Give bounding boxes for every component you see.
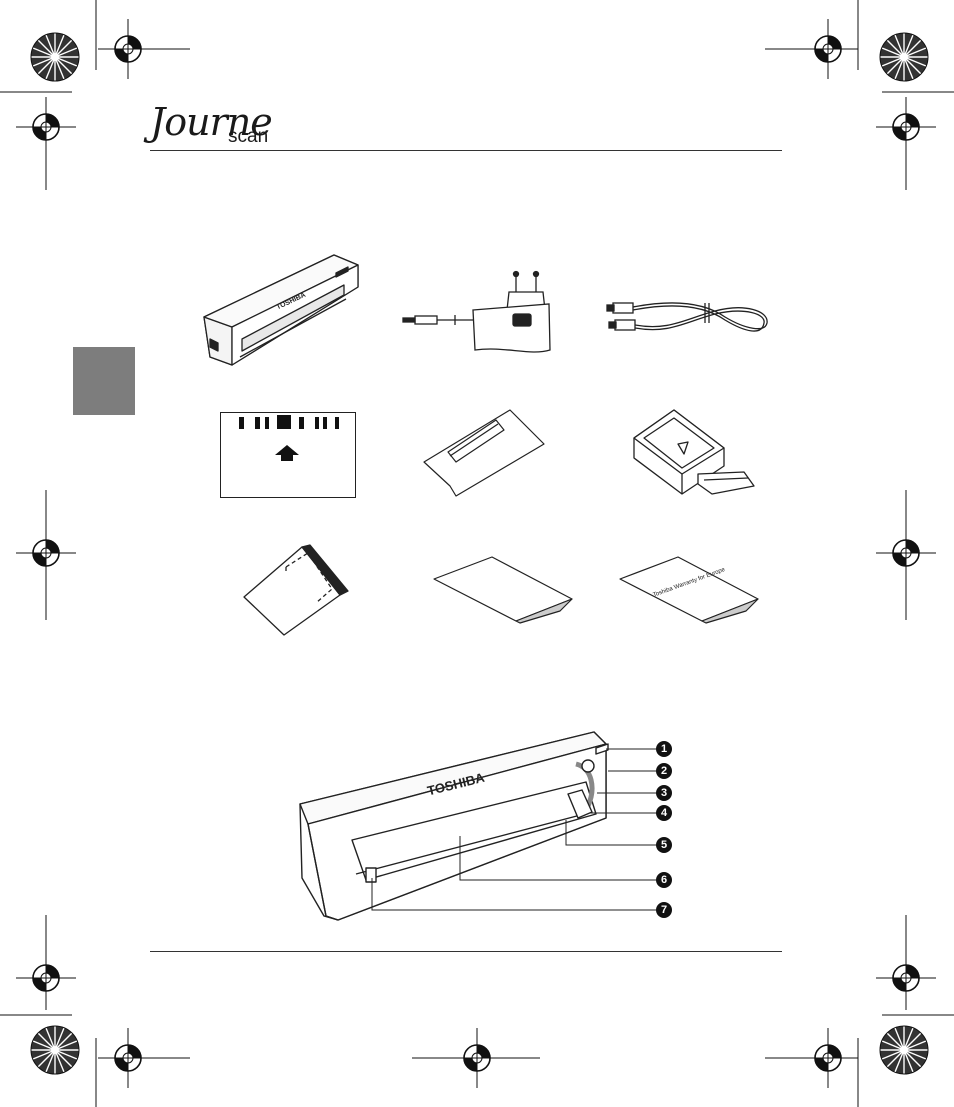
callout-number: 5 — [656, 837, 672, 853]
callout-number: 1 — [656, 741, 672, 757]
callout-number: 7 — [656, 902, 672, 918]
footer-rule — [150, 951, 782, 952]
callout-number: 2 — [656, 763, 672, 779]
callout-number: 4 — [656, 805, 672, 821]
callout-number: 6 — [656, 872, 672, 888]
callout-number: 3 — [656, 785, 672, 801]
